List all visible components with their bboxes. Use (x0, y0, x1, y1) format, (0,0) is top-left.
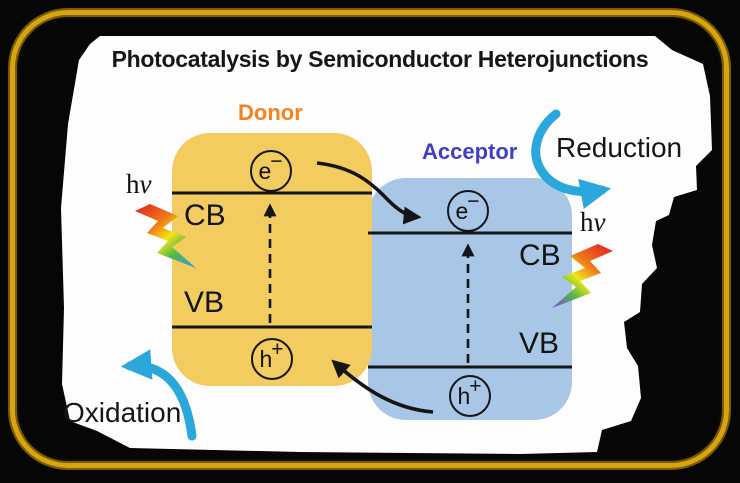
photon-hv-label-left: hν (126, 171, 151, 198)
electron-base: e (455, 197, 469, 224)
photon-nu: ν (139, 169, 152, 199)
acceptor-electron-symbol: e− (447, 190, 489, 232)
reduction-arrow (531, 109, 612, 209)
photon-bolt-right-icon (552, 244, 613, 308)
electron-transfer-arrow (316, 161, 422, 225)
oxidation-arrow (120, 349, 197, 441)
donor-electron-symbol: e− (250, 150, 292, 192)
donor-label: Donor (238, 100, 303, 125)
photon-hv-label-right: hν (580, 209, 605, 236)
photon-h: h (126, 169, 140, 199)
acceptor-vb-label: VB (519, 327, 560, 360)
photon-h: h (580, 207, 594, 237)
acceptor-cb-label: CB (519, 239, 561, 272)
reduction-label: Reduction (556, 132, 683, 163)
donor-cb-label: CB (184, 199, 226, 232)
acceptor-label: Acceptor (422, 139, 518, 164)
electron-base: e (258, 157, 272, 184)
donor-hole-symbol: h+ (251, 338, 293, 380)
hole-base: h (457, 382, 471, 409)
photon-nu: ν (593, 207, 606, 237)
donor-vb-label: VB (184, 286, 225, 319)
oxidation-label: Oxidation (63, 397, 182, 428)
acceptor-hole-symbol: h+ (449, 375, 491, 417)
hole-base: h (259, 345, 273, 372)
photon-bolt-left-icon (135, 204, 196, 268)
figure-title: Photocatalysis by Semiconductor Heteroju… (111, 46, 649, 72)
hole-transfer-arrow (331, 359, 434, 414)
